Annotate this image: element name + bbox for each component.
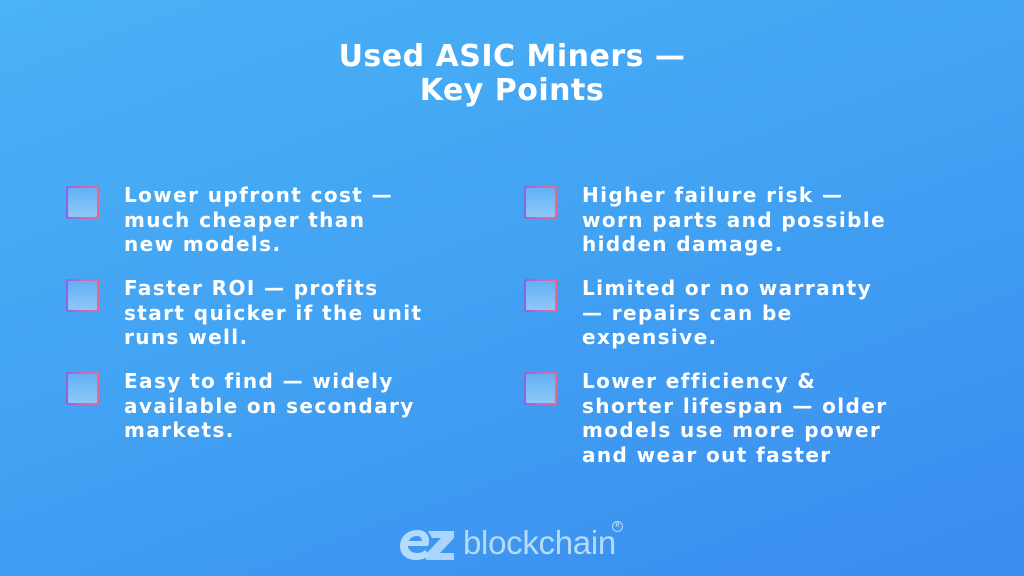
checkbox-fill [526, 188, 555, 217]
checkbox[interactable] [66, 372, 99, 405]
title-line-2: Key Points [419, 73, 605, 108]
checkbox[interactable] [524, 372, 557, 405]
con-item-text: Higher failure risk — worn parts and pos… [582, 183, 887, 256]
brand-logo: blockchain R [398, 521, 623, 567]
checkbox-fill [68, 188, 97, 217]
checkbox-fill [68, 281, 97, 310]
title-line-1: Used ASIC Miners — [338, 39, 686, 74]
page-title: Used ASIC Miners — Key Points [0, 40, 1024, 108]
con-item-text: Limited or no warranty — repairs can be … [582, 276, 873, 349]
brand-name: blockchain [463, 524, 616, 561]
checkbox-fill [526, 281, 555, 310]
pro-item-text: Lower upfront cost — much cheaper than n… [124, 183, 393, 256]
checkbox-fill [526, 374, 555, 403]
con-item-text: Lower efficiency & shorter lifespan — ol… [582, 369, 888, 467]
pro-item-text: Easy to find — widely available on secon… [124, 369, 415, 442]
ez-logo-icon [400, 530, 454, 560]
checkbox[interactable] [524, 279, 557, 312]
checkbox-fill [68, 374, 97, 403]
checkbox[interactable] [524, 186, 557, 219]
registered-mark-icon: R [612, 521, 623, 532]
pro-item-text: Faster ROI — profits start quicker if th… [124, 276, 423, 349]
checkbox[interactable] [66, 279, 99, 312]
checkbox[interactable] [66, 186, 99, 219]
